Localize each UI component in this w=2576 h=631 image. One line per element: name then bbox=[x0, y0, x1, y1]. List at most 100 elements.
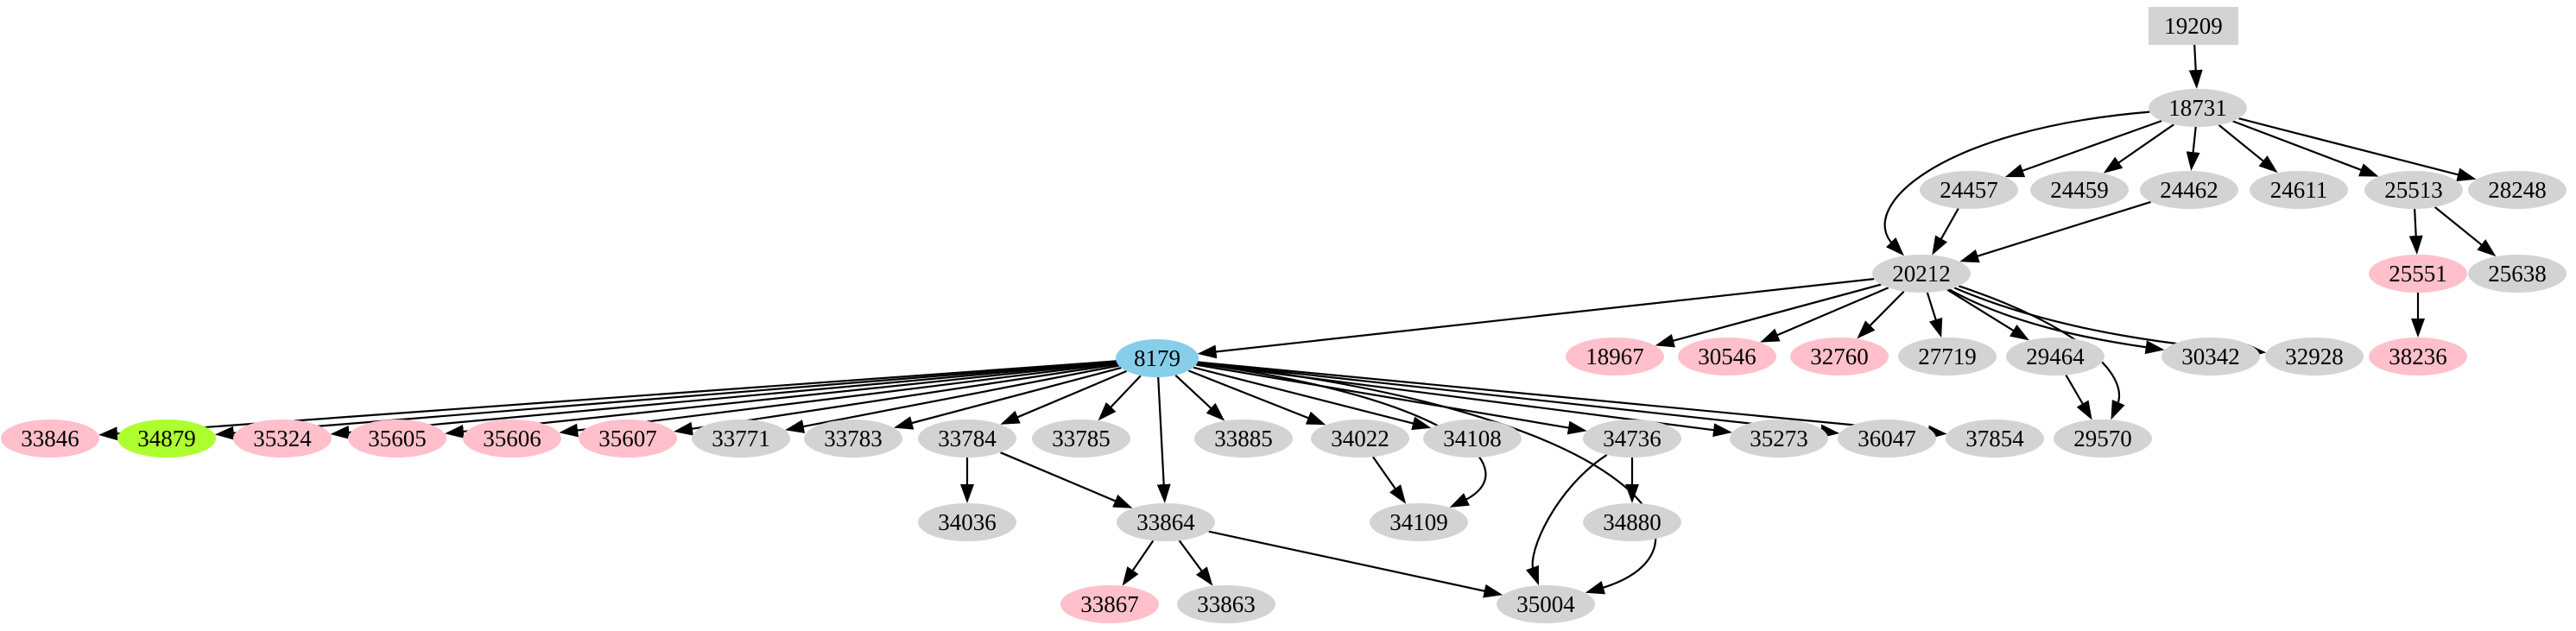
edge-8179-35606 bbox=[559, 362, 1117, 438]
node-ellipse-shape bbox=[1730, 420, 1828, 457]
edge-33864-33867 bbox=[1122, 540, 1155, 586]
node-label: 34109 bbox=[1389, 509, 1448, 535]
node-ellipse-shape bbox=[1838, 420, 1936, 457]
edge-8179-34022 bbox=[1187, 369, 1326, 426]
graph-node-19209: 19209 bbox=[2149, 7, 2238, 45]
graph-node-33885: 33885 bbox=[1194, 420, 1293, 457]
edge-18731-25513 bbox=[2232, 120, 2379, 177]
edge-18731-24462 bbox=[2186, 126, 2200, 172]
edge-25513-25638 bbox=[2434, 206, 2497, 257]
node-label: 24459 bbox=[2050, 177, 2109, 203]
edge-8179-35324 bbox=[330, 361, 1117, 439]
graph-node-38236: 38236 bbox=[2369, 338, 2467, 375]
graph-node-33864: 33864 bbox=[1117, 503, 1215, 541]
edge-20212-30546 bbox=[1760, 287, 1889, 343]
graph-node-34109: 34109 bbox=[1370, 503, 1468, 541]
node-ellipse-shape bbox=[1583, 420, 1681, 457]
node-ellipse-shape bbox=[2006, 338, 2104, 375]
edge-8179-35607 bbox=[674, 363, 1118, 436]
edge-8179-34108 bbox=[1193, 366, 1432, 431]
node-label: 34879 bbox=[137, 426, 196, 451]
node-label: 32760 bbox=[1810, 344, 1869, 369]
node-ellipse-shape bbox=[1177, 585, 1275, 623]
node-label: 24611 bbox=[2270, 177, 2328, 203]
node-label: 8179 bbox=[1134, 345, 1180, 371]
edge-8179-35004 bbox=[1197, 362, 1657, 595]
edge-18731-20212 bbox=[1883, 110, 2150, 256]
node-label: 29464 bbox=[2026, 344, 2085, 369]
graph-node-24611: 24611 bbox=[2250, 171, 2348, 209]
node-label: 30546 bbox=[1698, 344, 1756, 369]
graph-node-33784: 33784 bbox=[918, 420, 1016, 457]
edge-8179-34736 bbox=[1195, 363, 1587, 435]
node-label: 35324 bbox=[253, 426, 312, 451]
node-label: 18967 bbox=[1585, 344, 1644, 369]
node-label: 25513 bbox=[2384, 177, 2443, 203]
node-ellipse-shape bbox=[2149, 89, 2247, 127]
node-ellipse-shape bbox=[1423, 420, 1522, 457]
graph-node-35004: 35004 bbox=[1497, 585, 1595, 623]
node-ellipse-shape bbox=[463, 420, 561, 457]
graph-node-35607: 35607 bbox=[579, 420, 677, 457]
graph-node-8179: 8179 bbox=[1116, 339, 1199, 377]
node-label: 33783 bbox=[824, 426, 883, 451]
graph-node-34036: 34036 bbox=[918, 503, 1016, 541]
edge-24462-20212 bbox=[1959, 200, 2152, 263]
node-ellipse-shape bbox=[1497, 585, 1595, 623]
node-ellipse-shape bbox=[2468, 171, 2567, 209]
node-ellipse-shape bbox=[1032, 420, 1130, 457]
edge-8179-37854 bbox=[1197, 361, 1947, 439]
node-ellipse-shape bbox=[1116, 339, 1199, 377]
node-label: 30342 bbox=[2181, 344, 2240, 369]
edge-18731-28248 bbox=[2238, 117, 2477, 182]
node-ellipse-shape bbox=[2250, 171, 2348, 209]
graph-node-29464: 29464 bbox=[2006, 338, 2104, 375]
graph-node-33783: 33783 bbox=[804, 420, 902, 457]
node-label: 18731 bbox=[2168, 95, 2227, 121]
edge-8179-33771 bbox=[785, 364, 1120, 433]
graph-node-33771: 33771 bbox=[692, 420, 790, 457]
node-ellipse-shape bbox=[1060, 585, 1159, 623]
node-label: 37854 bbox=[1965, 426, 2024, 451]
node-label: 34022 bbox=[1331, 426, 1389, 451]
node-ellipse-shape bbox=[1311, 420, 1409, 457]
node-ellipse-shape bbox=[804, 420, 902, 457]
node-label: 34736 bbox=[1603, 426, 1661, 451]
edge-33864-33863 bbox=[1178, 540, 1213, 586]
node-ellipse-shape bbox=[918, 420, 1016, 457]
edge-8179-33783 bbox=[893, 366, 1122, 430]
graph-node-33785: 33785 bbox=[1032, 420, 1130, 457]
node-ellipse-shape bbox=[1194, 420, 1293, 457]
graph-node-35324: 35324 bbox=[233, 420, 332, 457]
node-ellipse-shape bbox=[1583, 503, 1681, 541]
edge-18731-24459 bbox=[2103, 123, 2174, 174]
edge-8179-35605 bbox=[444, 361, 1117, 439]
edge-20212-8179 bbox=[1197, 278, 1875, 359]
edge-8179-33885 bbox=[1174, 374, 1225, 421]
graph-node-30342: 30342 bbox=[2161, 338, 2260, 375]
node-ellipse-shape bbox=[2364, 171, 2463, 209]
edge-29464-29570 bbox=[2065, 374, 2092, 420]
node-label: 33785 bbox=[1052, 426, 1111, 451]
node-ellipse-shape bbox=[2369, 255, 2467, 293]
graph-node-35273: 35273 bbox=[1730, 420, 1828, 457]
edge-25513-25551 bbox=[2408, 208, 2423, 255]
edge-20212-29464 bbox=[1946, 288, 2029, 341]
node-label: 25551 bbox=[2389, 261, 2447, 287]
node-label: 35606 bbox=[483, 426, 541, 451]
edge-33784-33864 bbox=[1000, 451, 1133, 508]
node-ellipse-shape bbox=[1370, 503, 1468, 541]
edges-layer bbox=[98, 44, 2497, 598]
node-label: 38236 bbox=[2389, 344, 2447, 369]
node-ellipse-shape bbox=[233, 420, 332, 457]
node-label: 29570 bbox=[2073, 426, 2132, 451]
graph-node-25513: 25513 bbox=[2364, 171, 2463, 209]
graph-node-24459: 24459 bbox=[2030, 171, 2129, 209]
edge-24457-20212 bbox=[1932, 207, 1959, 256]
node-ellipse-shape bbox=[2369, 338, 2467, 375]
graph-node-18731: 18731 bbox=[2149, 89, 2247, 127]
node-ellipse-shape bbox=[2030, 171, 2129, 209]
node-label: 35273 bbox=[1750, 426, 1808, 451]
node-label: 33863 bbox=[1197, 591, 1256, 617]
